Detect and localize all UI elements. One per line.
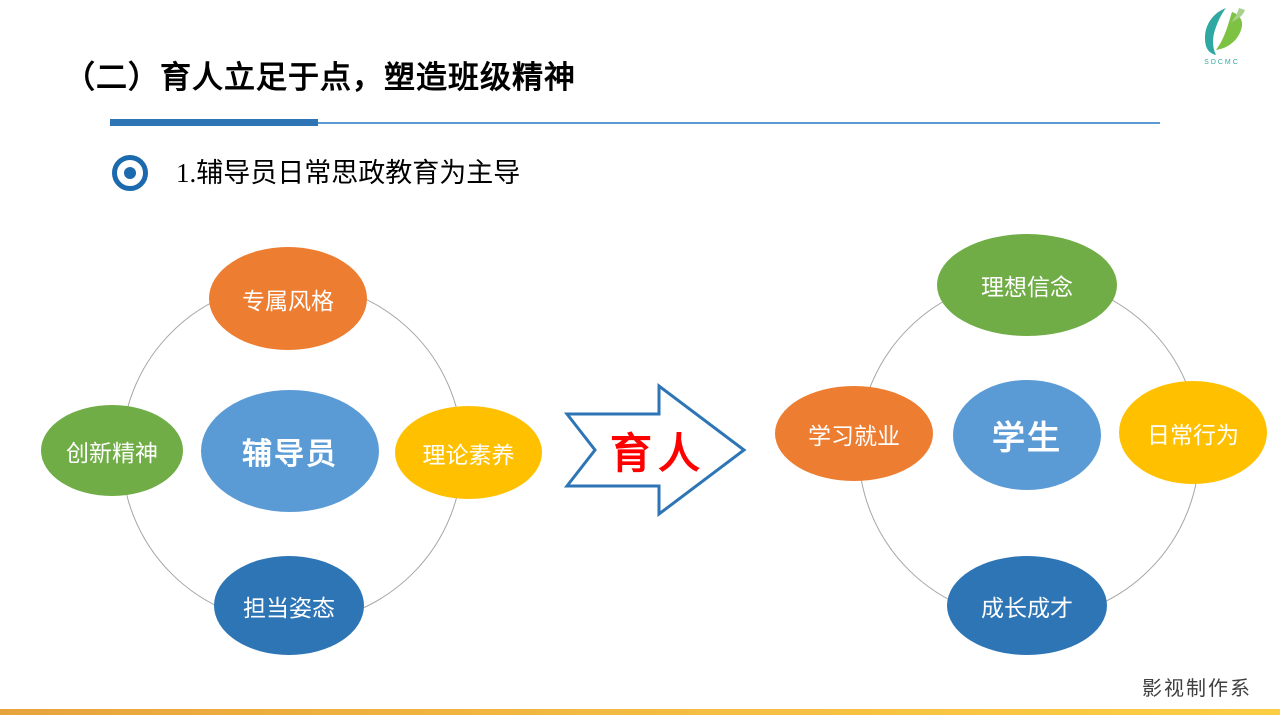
- left-satellite-bottom: 担当姿态: [214, 556, 364, 655]
- bottom-accent-bar: [0, 709, 1280, 715]
- eye-bullet-icon: [112, 155, 148, 191]
- arrow-label: 育人: [609, 431, 706, 478]
- left-satellite-right: 理论素养: [395, 406, 542, 499]
- footer-department: 影视制作系: [1142, 678, 1252, 700]
- left-satellite-left-label: 创新精神: [66, 439, 158, 466]
- right-satellite-left: 学习就业: [775, 386, 933, 481]
- left-satellite-right-label: 理论素养: [422, 441, 515, 468]
- arrow-shape: [563, 382, 747, 518]
- right-satellite-right: 日常行为: [1119, 381, 1267, 484]
- school-logo: SDCMC: [1186, 6, 1258, 66]
- right-satellite-top-label: 理想信念: [981, 274, 1073, 300]
- eye-bullet-dot: [124, 167, 136, 179]
- right-satellite-top: 理想信念: [937, 234, 1117, 336]
- school-logo-icon: [1204, 8, 1245, 55]
- left-satellite-left: 创新精神: [41, 405, 183, 496]
- right-center-label: 学生: [992, 419, 1062, 456]
- left-satellite-top: 专属风格: [209, 247, 367, 350]
- right-center-node: 学生: [953, 380, 1101, 490]
- title-accent-bar: [110, 119, 318, 126]
- right-satellite-bottom-label: 成长成才: [981, 594, 1073, 621]
- right-satellite-bottom: 成长成才: [947, 556, 1107, 655]
- bullet-text: 1.辅导员日常思政教育为主导: [176, 158, 521, 188]
- left-center-node: 辅导员: [201, 390, 379, 512]
- school-logo-text: SDCMC: [1204, 59, 1240, 66]
- left-center-label: 辅导员: [242, 438, 338, 471]
- right-satellite-right-label: 日常行为: [1147, 421, 1239, 448]
- slide-title: （二）育人立足于点，塑造班级精神: [64, 60, 576, 95]
- title-rule: [318, 122, 1160, 124]
- left-satellite-top-label: 专属风格: [242, 287, 334, 314]
- right-satellite-left-label: 学习就业: [808, 422, 900, 449]
- transform-arrow: 育人: [563, 376, 749, 524]
- left-satellite-bottom-label: 担当姿态: [243, 594, 335, 621]
